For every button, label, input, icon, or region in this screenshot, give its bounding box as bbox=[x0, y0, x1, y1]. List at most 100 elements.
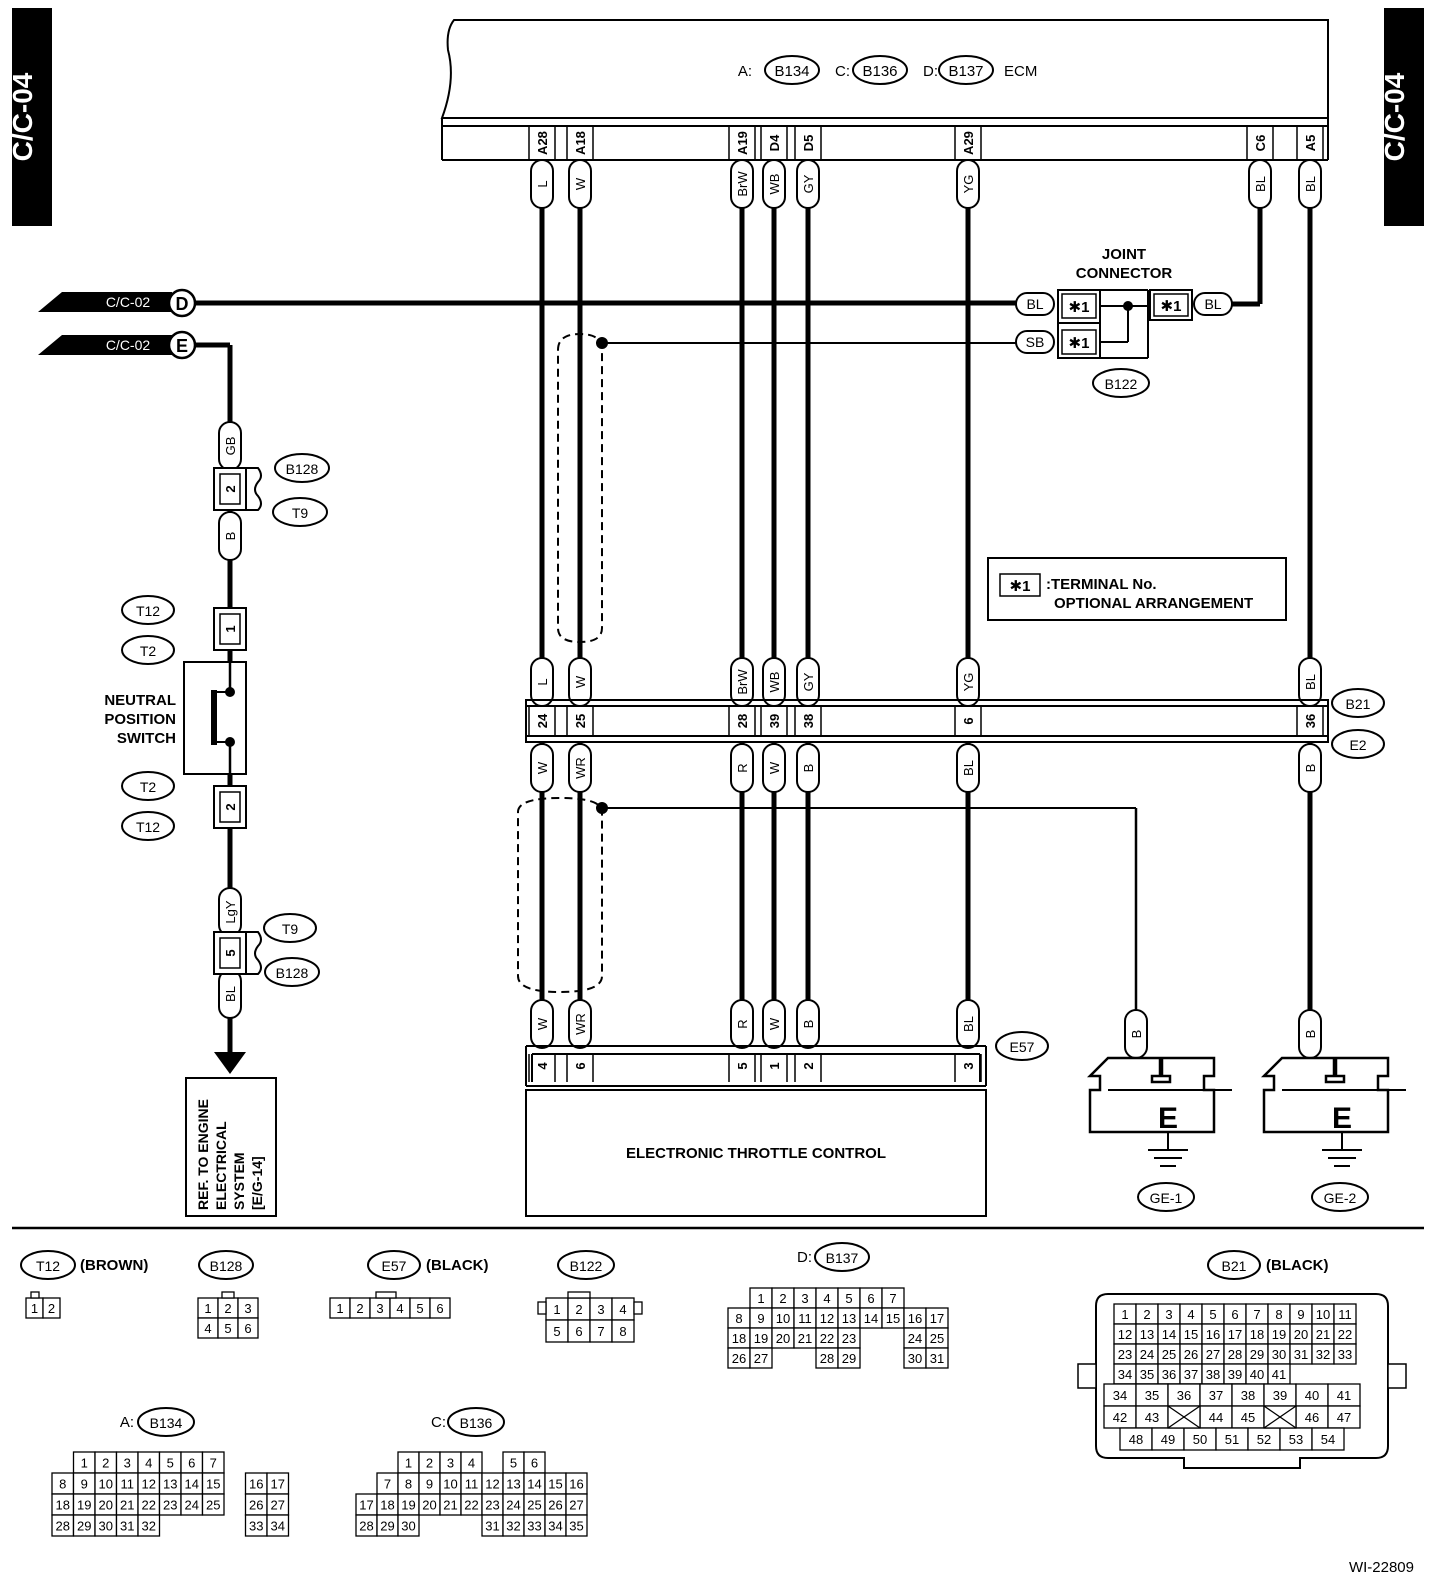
b21-upper-label-4: GY bbox=[796, 657, 820, 707]
pin-number: 6 bbox=[1231, 1307, 1238, 1322]
shield-lower bbox=[517, 796, 603, 994]
legend-symbol: ✱1 bbox=[1010, 578, 1031, 595]
pin-number: 26 bbox=[732, 1351, 746, 1366]
pin-number: 36 bbox=[1162, 1367, 1176, 1382]
e57-wire-label-4: B bbox=[796, 999, 820, 1049]
pin-number: 2 bbox=[1143, 1307, 1150, 1322]
ns-label-1: NEUTRAL bbox=[104, 692, 176, 709]
pin-number: 24 bbox=[1140, 1347, 1154, 1362]
pin-number: 19 bbox=[77, 1498, 91, 1513]
pin-number: 27 bbox=[1206, 1347, 1220, 1362]
pin-number: 12 bbox=[820, 1311, 834, 1326]
b21-pin-36: 36 bbox=[1303, 714, 1318, 728]
joint-star-out: ✱1 bbox=[1161, 298, 1182, 315]
pin-number: 28 bbox=[1228, 1347, 1242, 1362]
pin-number: 28 bbox=[820, 1351, 834, 1366]
pin-number: 18 bbox=[1250, 1327, 1264, 1342]
pin-number: 41 bbox=[1337, 1388, 1351, 1403]
face-t12-color: (BROWN) bbox=[80, 1257, 148, 1274]
ecm-wire-label-6-text: BL bbox=[1253, 176, 1268, 192]
e57-wire-label-5-text: BL bbox=[961, 1016, 976, 1032]
pin-number: 9 bbox=[757, 1311, 764, 1326]
e57-pin-4: 4 bbox=[535, 1062, 550, 1070]
pin-number: 5 bbox=[1209, 1307, 1216, 1322]
pin-number: 17 bbox=[271, 1477, 285, 1492]
pin-number: 25 bbox=[1162, 1347, 1176, 1362]
ecm-pin-A19: A19 bbox=[735, 131, 750, 155]
pin-cell bbox=[237, 1317, 259, 1339]
pin-number: 35 bbox=[1145, 1388, 1159, 1403]
pin-number: 31 bbox=[1294, 1347, 1308, 1362]
pin-number: 9 bbox=[426, 1477, 433, 1492]
pin-cell bbox=[749, 1347, 773, 1369]
pin-number: 34 bbox=[1113, 1388, 1127, 1403]
b21-upper-label-2: BrW bbox=[730, 657, 754, 707]
pin-number: 27 bbox=[569, 1498, 583, 1513]
e57-wire-label-1-text: WR bbox=[573, 1013, 588, 1035]
page-tab-left: C/C-04 bbox=[7, 8, 52, 226]
pin-number: 26 bbox=[249, 1498, 263, 1513]
b21-upper-label-1: W bbox=[568, 657, 592, 707]
pin-number: 11 bbox=[798, 1311, 812, 1326]
legend-line-2: OPTIONAL ARRANGEMENT bbox=[1054, 595, 1253, 612]
offpage-connector-e: C/C-02 E bbox=[38, 330, 197, 360]
ns-wire-b-text: B bbox=[223, 532, 238, 541]
pin-number: 1 bbox=[204, 1301, 211, 1316]
pin-number: 39 bbox=[1273, 1388, 1287, 1403]
pin-number: 4 bbox=[823, 1291, 830, 1306]
pin-number: 38 bbox=[1206, 1367, 1220, 1382]
pin-number: 25 bbox=[930, 1331, 944, 1346]
face-b136-id: B136 bbox=[460, 1415, 493, 1431]
ground-ge-1: E GE-1 bbox=[1086, 1056, 1232, 1212]
ref-line-2: ELECTRICAL bbox=[213, 1121, 229, 1210]
ns-label-3: SWITCH bbox=[117, 730, 176, 747]
pin-number: 7 bbox=[1253, 1307, 1260, 1322]
ecm-pin-A29: A29 bbox=[961, 131, 976, 155]
pin-number: 24 bbox=[908, 1331, 922, 1346]
b21-lower-label-6-text: B bbox=[1303, 764, 1318, 773]
ecm-wire-label-5-text: YG bbox=[961, 175, 976, 194]
b21-upper-label-6-text: BL bbox=[1303, 674, 1318, 690]
pin-number: 15 bbox=[886, 1311, 900, 1326]
pin-number: 6 bbox=[531, 1456, 538, 1471]
legend-note: ✱1 :TERMINAL No. OPTIONAL ARRANGEMENT bbox=[987, 557, 1287, 621]
pin-number: 32 bbox=[1316, 1347, 1330, 1362]
pin-number: 30 bbox=[908, 1351, 922, 1366]
joint-connector-id: B122 bbox=[1105, 376, 1138, 392]
b21-lower-label-5: BL bbox=[956, 743, 980, 793]
pin-number: 18 bbox=[380, 1498, 394, 1513]
face-t12-id: T12 bbox=[36, 1258, 60, 1274]
ecm-wire-label-2-text: BrW bbox=[735, 171, 750, 197]
pin-number: 34 bbox=[271, 1519, 285, 1534]
pin-number: 14 bbox=[527, 1477, 541, 1492]
b21-upper-label-0-text: L bbox=[535, 678, 550, 685]
b21-upper-label-2-text: BrW bbox=[735, 669, 750, 695]
e57-wire-label-0: W bbox=[530, 999, 554, 1049]
e57-wire-label-3: W bbox=[762, 999, 786, 1049]
ecm-connector-labels: A: B134 C: B136 D: B137 ECM bbox=[738, 55, 1037, 85]
ecm-wire-label-6: BL bbox=[1248, 159, 1272, 209]
ecm-pin-A5: A5 bbox=[1303, 135, 1318, 152]
pin-cell bbox=[201, 1493, 225, 1516]
ground-2-id: GE-2 bbox=[1324, 1190, 1357, 1206]
pin-number: 6 bbox=[188, 1456, 195, 1471]
ecm-wire-label-7: BL bbox=[1298, 159, 1322, 209]
pin-number: 22 bbox=[464, 1498, 478, 1513]
pin-number: 5 bbox=[510, 1456, 517, 1471]
face-e57-color: (BLACK) bbox=[426, 1257, 488, 1274]
ecm-conn-d-prefix: D: bbox=[923, 63, 938, 80]
pin-number: 53 bbox=[1289, 1432, 1303, 1447]
pin-number: 29 bbox=[77, 1519, 91, 1534]
b21-upper-label-3-text: WB bbox=[767, 672, 782, 693]
b21-upper-label-3: WB bbox=[762, 657, 786, 707]
joint-wire-out: BL bbox=[1204, 296, 1221, 312]
pin-number: 3 bbox=[801, 1291, 808, 1306]
b21-e2-connector-bar: B21 E2 bbox=[525, 688, 1385, 759]
ecm-wire-label-3-text: WB bbox=[767, 174, 782, 195]
ecm-wire-label-4-text: GY bbox=[801, 174, 816, 193]
pin-number: 17 bbox=[930, 1311, 944, 1326]
pin-number: 24 bbox=[506, 1498, 520, 1513]
